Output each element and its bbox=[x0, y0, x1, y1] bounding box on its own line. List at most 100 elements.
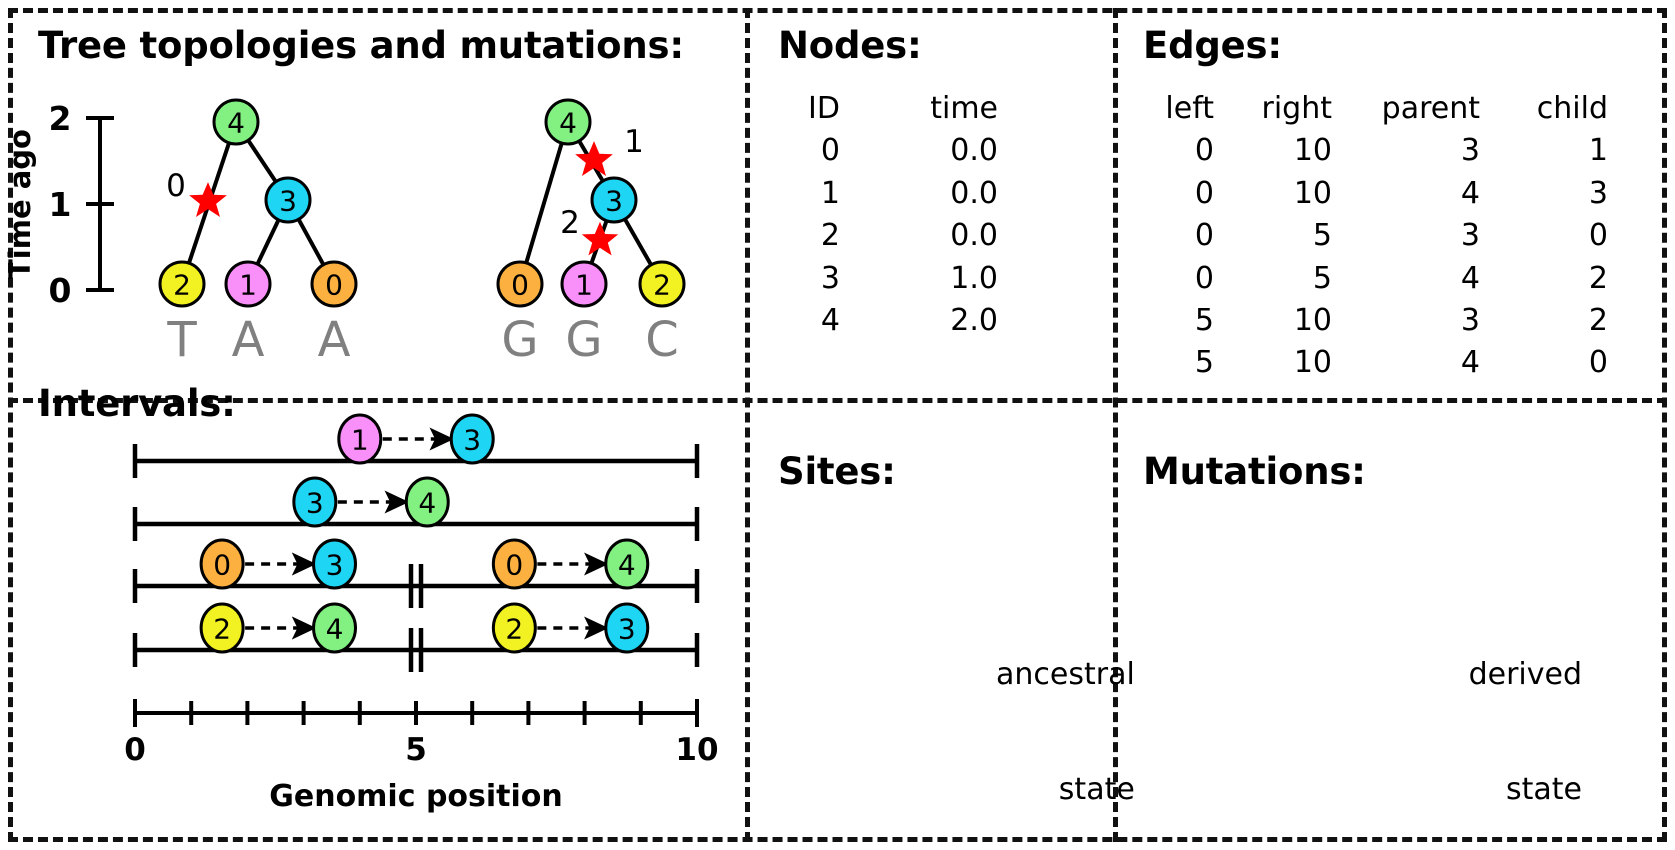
panel-divider-vertical-right bbox=[1113, 8, 1118, 842]
edges-cell: 1 bbox=[1588, 133, 1608, 169]
interval-node-child bbox=[292, 476, 338, 528]
svg-text:4: 4 bbox=[559, 107, 577, 140]
sites-header-ancestral-top: ancestral bbox=[996, 656, 1135, 692]
nodes-cell: 2.0 bbox=[950, 302, 998, 338]
nodes-header-time: time bbox=[930, 91, 998, 126]
tree1-dna-2: A bbox=[318, 312, 351, 368]
svg-text:0: 0 bbox=[511, 269, 529, 302]
svg-text:3: 3 bbox=[605, 185, 623, 218]
interval-node-label: 4 bbox=[418, 487, 436, 520]
interval-node-parent bbox=[604, 538, 650, 590]
mutations-header-derived-state: derived state bbox=[1452, 500, 1582, 850]
edges-cell: 4 bbox=[1460, 175, 1480, 211]
tree1-node-0: 0 bbox=[310, 260, 358, 308]
panel-frame-outer bbox=[8, 8, 1667, 842]
genomic-axis-tick-label: 0 bbox=[124, 732, 146, 768]
tree2-node-0: 0 bbox=[496, 260, 544, 308]
edges-cell: 5 bbox=[1194, 302, 1214, 338]
tree1-node-4: 4 bbox=[212, 98, 260, 146]
time-axis: 2 1 0 Time ago bbox=[3, 99, 114, 310]
interval-node-child bbox=[199, 602, 245, 654]
panel-divider-vertical-left bbox=[745, 8, 750, 842]
genomic-axis-label: Genomic position bbox=[269, 779, 563, 814]
edges-cell: 5 bbox=[1312, 260, 1332, 296]
interval-node-parent bbox=[312, 602, 358, 654]
edges-header-right: right bbox=[1261, 91, 1333, 126]
interval-node-label: 4 bbox=[326, 613, 344, 646]
nodes-cell: 2 bbox=[820, 218, 840, 254]
edges-cell: 4 bbox=[1460, 260, 1480, 296]
nodes-cell: 1 bbox=[820, 175, 840, 211]
tree2-dna-0: G bbox=[501, 312, 538, 368]
mutation-label-0: 0 bbox=[166, 168, 186, 204]
time-tick-1: 1 bbox=[49, 185, 72, 224]
edges-cell: 10 bbox=[1293, 133, 1332, 169]
tree1-node-3: 3 bbox=[264, 176, 312, 224]
nodes-cell: 0.0 bbox=[950, 218, 998, 254]
interval-node-child bbox=[337, 413, 383, 465]
interval-node-parent bbox=[449, 413, 495, 465]
edges-cell: 2 bbox=[1588, 260, 1608, 296]
tree-1: 0 4 3 2 1 0 T A A bbox=[158, 98, 358, 368]
interval-node-parent bbox=[604, 602, 650, 654]
tree1-node-2: 2 bbox=[158, 260, 206, 308]
tree2-node-4: 4 bbox=[544, 98, 592, 146]
svg-text:4: 4 bbox=[227, 107, 245, 140]
edges-cell: 0 bbox=[1588, 218, 1608, 254]
tree-2: 1 2 4 3 0 1 2 bbox=[496, 98, 686, 368]
panel-divider-horizontal bbox=[8, 398, 1667, 403]
sites-header-position: position bbox=[826, 500, 996, 850]
interval-node-label: 3 bbox=[463, 424, 481, 457]
mutations-table: ID site node derived state 002T113C211G bbox=[1140, 500, 1582, 850]
interval-node-label: 3 bbox=[306, 487, 324, 520]
edges-header-child: child bbox=[1536, 91, 1608, 126]
edges-cell: 2 bbox=[1588, 302, 1608, 338]
nodes-cell: 0.0 bbox=[950, 175, 998, 211]
tree-topologies-diagram: 2 1 0 Time ago 0 4 3 bbox=[3, 98, 686, 368]
edges-header-parent: parent bbox=[1381, 91, 1480, 126]
svg-text:2: 2 bbox=[173, 269, 191, 302]
edges-cell: 0 bbox=[1588, 345, 1608, 381]
edges-panel-title: Edges: bbox=[1143, 24, 1282, 67]
time-tick-2: 2 bbox=[49, 99, 72, 138]
mutation-label-1: 1 bbox=[624, 124, 644, 160]
edges-cell: 4 bbox=[1460, 345, 1480, 381]
sites-panel-title: Sites: bbox=[778, 450, 896, 493]
trees-panel-title: Tree topologies and mutations: bbox=[38, 24, 684, 67]
nodes-cell: 0 bbox=[820, 133, 840, 169]
tree2-dna-2: C bbox=[645, 312, 679, 368]
nodes-cell: 0.0 bbox=[950, 133, 998, 169]
nodes-table-header-row: ID time bbox=[780, 88, 998, 130]
intervals-panel-title: Intervals: bbox=[38, 382, 236, 425]
sites-header-ancestral-bottom: state bbox=[1058, 771, 1135, 807]
nodes-cell: 3 bbox=[820, 260, 840, 296]
tree1-node-1: 1 bbox=[224, 260, 272, 308]
mutation-marker-0 bbox=[189, 182, 227, 217]
tree2-node-2: 2 bbox=[638, 260, 686, 308]
sites-header-ancestral-state: ancestral state bbox=[996, 500, 1135, 850]
sites-table-header-row: ID position ancestral state bbox=[776, 500, 1135, 850]
tree2-dna-1: G bbox=[565, 312, 602, 368]
mutation-marker-1 bbox=[575, 141, 613, 176]
mutation-label-2: 2 bbox=[560, 205, 580, 241]
edges-cell: 3 bbox=[1460, 302, 1480, 338]
edges-cell: 0 bbox=[1194, 175, 1214, 211]
edges-cell: 0 bbox=[1194, 218, 1214, 254]
time-axis-label: Time ago bbox=[3, 129, 37, 279]
interval-node-child bbox=[491, 538, 537, 590]
interval-node-label: 2 bbox=[213, 613, 231, 646]
edges-header-left: left bbox=[1165, 91, 1214, 126]
time-tick-0: 0 bbox=[49, 271, 72, 310]
